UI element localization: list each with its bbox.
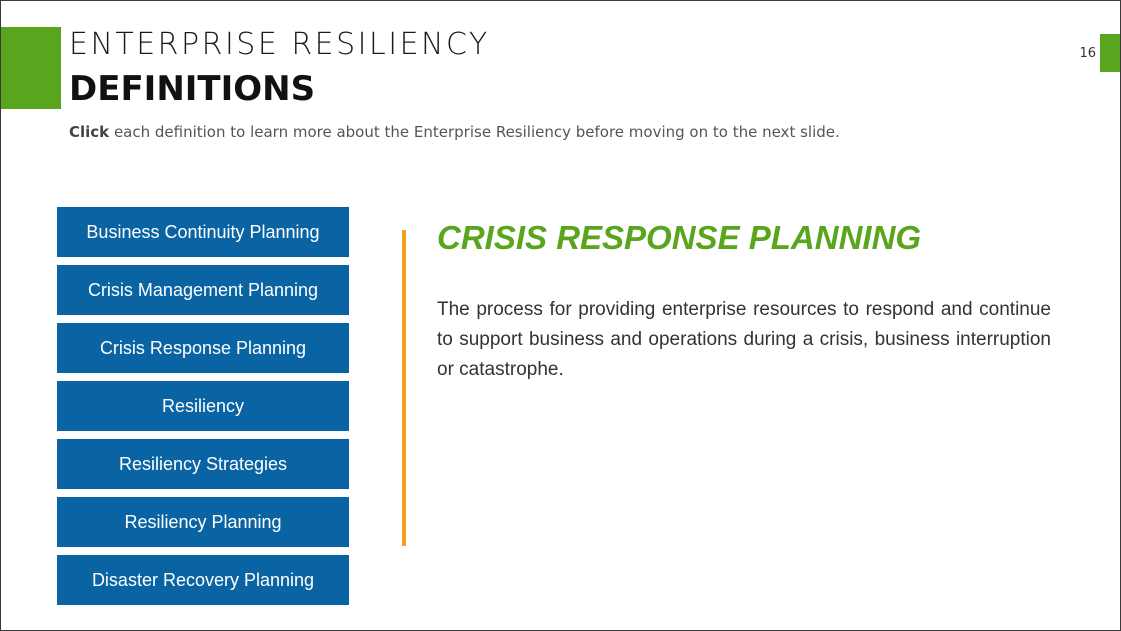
definition-menu: Business Continuity Planning Crisis Mana… [57, 207, 349, 613]
instruction-bold: Click [69, 123, 110, 141]
menu-item-resiliency-strategies[interactable]: Resiliency Strategies [57, 439, 349, 489]
instruction-text: Click each definition to learn more abou… [69, 123, 840, 141]
menu-item-crisis-response-planning[interactable]: Crisis Response Planning [57, 323, 349, 373]
page-title: ENTERPRISE RESILIENCY [69, 27, 490, 62]
menu-item-resiliency[interactable]: Resiliency [57, 381, 349, 431]
instruction-rest: each definition to learn more about the … [109, 123, 840, 141]
menu-item-resiliency-planning[interactable]: Resiliency Planning [57, 497, 349, 547]
menu-item-disaster-recovery-planning[interactable]: Disaster Recovery Planning [57, 555, 349, 605]
definition-title: CRISIS RESPONSE PLANNING [437, 219, 922, 256]
menu-item-crisis-management-planning[interactable]: Crisis Management Planning [57, 265, 349, 315]
green-accent-bar-right [1100, 34, 1120, 72]
definition-body: The process for providing enterprise res… [437, 299, 1051, 380]
menu-item-business-continuity-planning[interactable]: Business Continuity Planning [57, 207, 349, 257]
green-accent-bar-left [1, 27, 61, 109]
vertical-divider [402, 230, 406, 546]
page-subtitle: DEFINITIONS [69, 69, 316, 109]
slide-number: 16 [1079, 46, 1096, 61]
